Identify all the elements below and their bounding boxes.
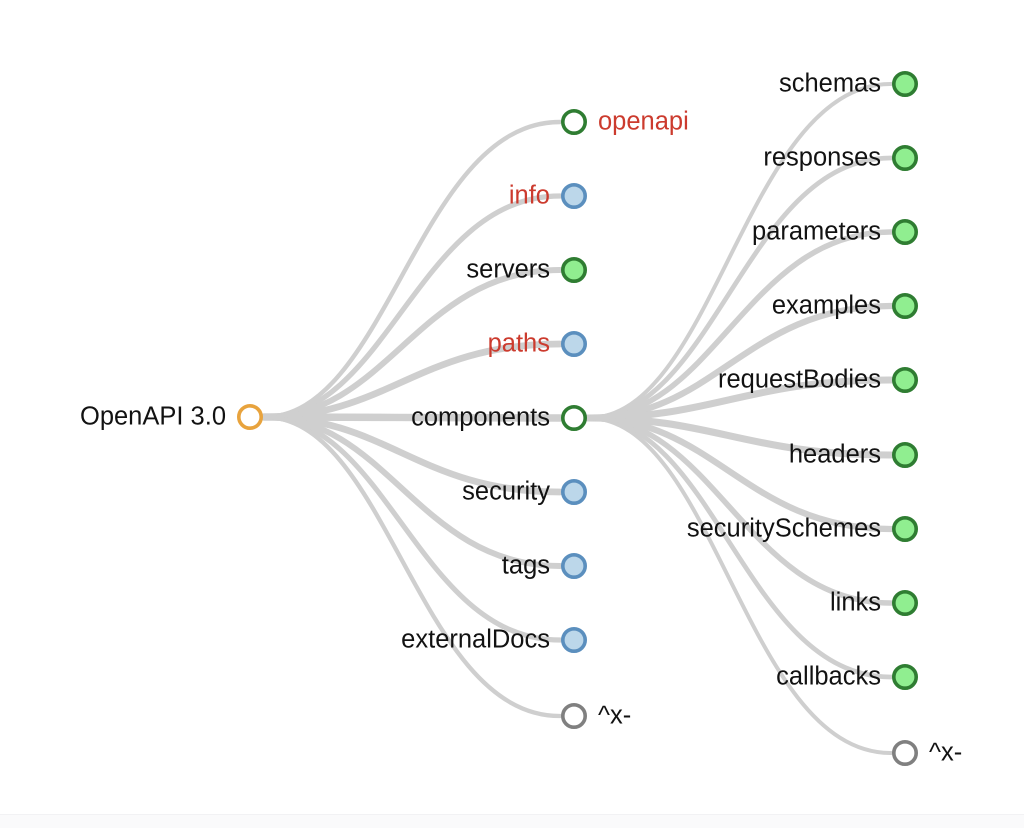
node-label-externalDocs: externalDocs — [401, 626, 550, 654]
node-components[interactable] — [560, 404, 587, 431]
node-label-paths: paths — [488, 330, 550, 358]
node-schemas[interactable] — [891, 71, 918, 98]
tree-edge — [260, 413, 564, 496]
node-label-examples: examples — [772, 292, 881, 320]
node-label-root-ext: ^x- — [598, 702, 631, 730]
node-label-root: OpenAPI 3.0 — [80, 403, 226, 431]
bottom-strip — [0, 814, 1024, 828]
node-label-openapi: openapi — [598, 108, 689, 136]
node-label-links: links — [830, 589, 881, 617]
node-openapi[interactable] — [560, 109, 587, 136]
tree-edge — [260, 413, 564, 422]
node-externalDocs[interactable] — [560, 626, 587, 653]
node-label-securitySchemes: securitySchemes — [687, 515, 881, 543]
node-comp-ext[interactable] — [891, 739, 918, 766]
labels-layer: OpenAPI 3.0 openapi info servers paths compon… — [80, 70, 962, 767]
node-servers[interactable] — [560, 256, 587, 283]
node-callbacks[interactable] — [891, 663, 918, 690]
tree-edge — [584, 302, 895, 422]
tree-edge — [584, 414, 895, 533]
node-label-schemas: schemas — [779, 70, 881, 98]
node-tags[interactable] — [560, 552, 587, 579]
node-responses[interactable] — [891, 145, 918, 172]
node-examples[interactable] — [891, 292, 918, 319]
nodes-layer — [237, 71, 918, 766]
node-parameters[interactable] — [891, 219, 918, 246]
node-requestBodies[interactable] — [891, 366, 918, 393]
node-securitySchemes[interactable] — [891, 515, 918, 542]
node-info[interactable] — [560, 183, 587, 210]
node-headers[interactable] — [891, 441, 918, 468]
node-label-components: components — [411, 404, 550, 432]
node-label-servers: servers — [466, 256, 550, 284]
node-label-security: security — [462, 478, 550, 506]
node-label-parameters: parameters — [752, 218, 881, 246]
tree-edge — [585, 415, 894, 606]
node-links[interactable] — [891, 589, 918, 616]
tree-edge — [261, 267, 563, 420]
tree-edge — [585, 229, 894, 421]
tree-edge — [261, 414, 563, 569]
tree-edge — [584, 414, 895, 459]
node-label-comp-ext: ^x- — [929, 739, 962, 767]
node-label-responses: responses — [763, 144, 881, 172]
node-label-info: info — [509, 182, 550, 210]
node-label-tags: tags — [502, 552, 550, 580]
edges-layer — [260, 82, 895, 755]
node-label-callbacks: callbacks — [776, 663, 881, 691]
node-root[interactable] — [237, 403, 264, 430]
node-label-headers: headers — [789, 441, 881, 469]
tree-edge — [586, 416, 893, 755]
node-security[interactable] — [560, 478, 587, 505]
tree-edge — [261, 119, 563, 420]
node-root-ext[interactable] — [560, 702, 587, 729]
tree-edge — [261, 414, 563, 719]
tree-edge — [261, 193, 563, 420]
node-label-requestBodies: requestBodies — [718, 366, 881, 394]
tree-edge — [586, 82, 893, 420]
tree-edge — [585, 415, 894, 680]
tree-edge — [585, 155, 894, 421]
node-paths[interactable] — [560, 330, 587, 357]
tree-edge — [261, 414, 563, 643]
